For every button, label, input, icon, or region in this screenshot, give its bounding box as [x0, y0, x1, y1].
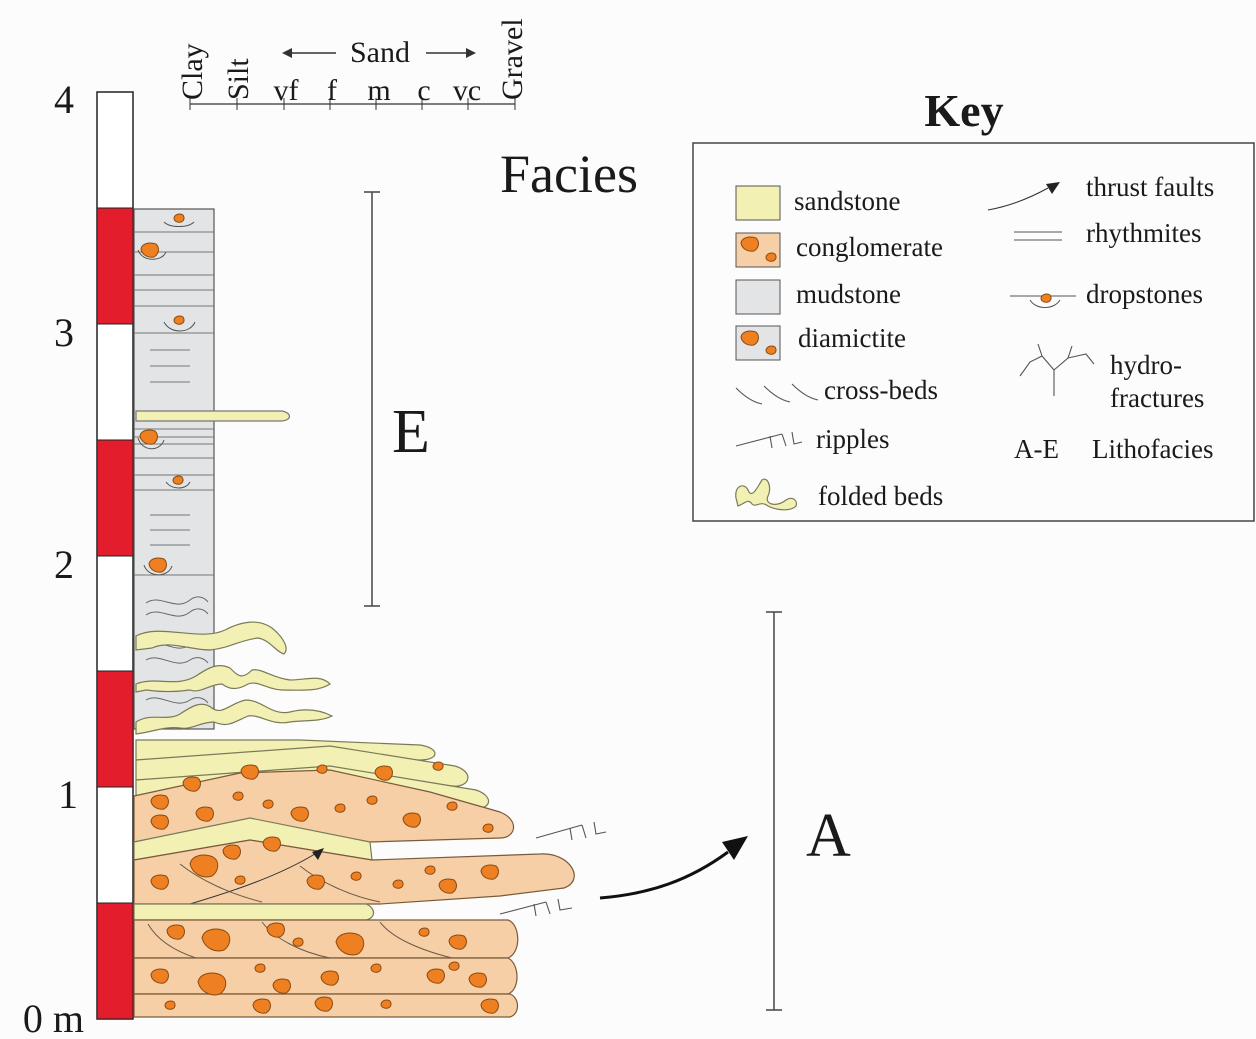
key-label-dropstones: dropstones	[1086, 279, 1203, 309]
scale-segment-red	[96, 439, 134, 557]
key-title: Key	[924, 85, 1003, 136]
grain-label-silt: Silt	[222, 58, 255, 100]
curved-arrow-icon	[599, 836, 748, 900]
facies-label-a: A	[806, 802, 851, 870]
sandstone-bed	[133, 903, 375, 921]
ripples-icon	[535, 821, 607, 841]
scale-label-1: 1	[58, 772, 78, 817]
cross-bed-lines	[147, 863, 453, 959]
scale-segment-red	[96, 902, 134, 1020]
scale-label-2: 2	[54, 542, 74, 587]
key-label-folded-beds: folded beds	[818, 481, 943, 511]
facies-label-e: E	[392, 398, 430, 466]
scale-segment-red	[96, 670, 134, 788]
key-label-ripples: ripples	[816, 424, 890, 454]
key-label-sandstone: sandstone	[794, 186, 901, 216]
grain-label-clay: Clay	[176, 43, 209, 100]
key-label-rhythmites: rhythmites	[1086, 218, 1202, 248]
grain-label-vc: vc	[453, 74, 481, 107]
diamictite-swatch-icon	[735, 325, 781, 361]
grain-label-m: m	[367, 74, 390, 107]
ripples-icon	[499, 898, 573, 917]
dropstones-in-mudstone	[137, 213, 196, 576]
key-label-cross-beds: cross-beds	[824, 375, 938, 405]
thrust-fault-line	[189, 848, 324, 905]
cross-beds-icon	[735, 383, 819, 405]
scale-bar: 0 m 1 2 3 4	[23, 77, 134, 1039]
facies-e-bracket	[364, 191, 380, 607]
thrust-fault-icon	[987, 182, 1060, 211]
facies-heading: Facies	[500, 144, 638, 204]
scale-label-4: 4	[54, 77, 74, 122]
folded-beds-icon	[735, 478, 797, 511]
key-abbr-a-e: A-E	[1014, 434, 1059, 464]
grain-size-axis: Clay Silt vf f m c vc Gravel Sand	[176, 18, 529, 110]
key-label-hydro: hydro-	[1110, 350, 1182, 380]
grain-label-f: f	[327, 74, 337, 107]
ripples-icon	[735, 431, 803, 449]
facies-a-beds	[133, 739, 748, 1018]
scale-segment-red	[96, 207, 134, 325]
hydrofracture-icon	[1019, 343, 1095, 396]
rhythmites-icon	[1014, 231, 1062, 241]
grain-label-sand: Sand	[350, 36, 410, 69]
mudstone-column	[133, 208, 291, 730]
sandstone-stringer	[135, 410, 291, 422]
conglomerate-swatch-icon	[735, 232, 781, 268]
key-label-fractures: fractures	[1110, 383, 1204, 413]
grain-label-gravel: Gravel	[496, 18, 529, 100]
key-box: sandstone conglomerate mudstone diamicti…	[692, 142, 1255, 522]
mudstone-swatch-icon	[735, 279, 781, 315]
sand-right-arrow-icon	[426, 48, 476, 58]
key-label-mudstone: mudstone	[796, 279, 901, 309]
sandstone-swatch-icon	[735, 185, 781, 221]
key-label-lithofacies: Lithofacies	[1092, 434, 1213, 464]
grain-label-c: c	[417, 74, 430, 107]
key-label-diamictite: diamictite	[798, 323, 906, 353]
folded-sandstone-beds	[135, 621, 334, 735]
key-label-thrust-faults: thrust faults	[1086, 172, 1214, 202]
facies-a-bracket	[766, 611, 782, 1011]
key-label-conglomerate: conglomerate	[796, 232, 943, 262]
sand-left-arrow-icon	[282, 48, 336, 58]
scale-label-3: 3	[54, 310, 74, 355]
scale-label-0: 0 m	[23, 996, 84, 1034]
dropstone-icon	[1010, 293, 1076, 308]
grain-label-vf: vf	[274, 74, 299, 107]
